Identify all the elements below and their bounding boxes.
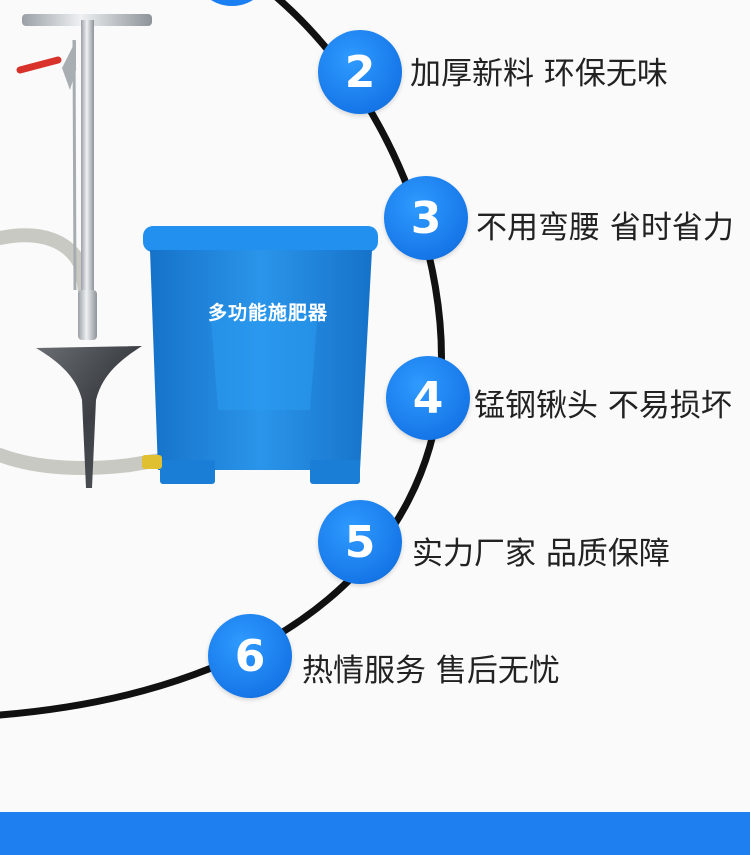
tank-recess — [210, 310, 318, 410]
badge-3: 3 — [384, 176, 468, 260]
feature-text: 锰钢锹头 不易损坏 — [474, 388, 732, 424]
tank-foot-left — [160, 460, 215, 484]
tank-foot-right — [310, 460, 360, 484]
badge-number: 5 — [344, 516, 376, 568]
badge-6: 6 — [208, 614, 292, 698]
badge-4: 4 — [386, 356, 470, 440]
hose — [0, 228, 93, 307]
lever — [62, 40, 76, 90]
red-handle-icon — [16, 56, 62, 74]
pole — [81, 20, 94, 320]
spade-blade — [36, 346, 142, 488]
badge-number: 3 — [410, 192, 442, 244]
badge-number: 4 — [412, 372, 444, 424]
tank-nozzle — [142, 455, 162, 469]
tank-lid — [143, 226, 378, 252]
lever-rod — [72, 39, 77, 291]
feature-text: 热情服务 售后无忧 — [302, 653, 560, 689]
hose-lower — [0, 448, 167, 475]
bottom-band — [0, 812, 750, 855]
badge-2: 2 — [318, 30, 402, 114]
pole-collar — [78, 290, 97, 340]
badge-number: 2 — [344, 46, 376, 98]
badge-5: 5 — [318, 500, 402, 584]
feature-text: 加厚新料 环保无味 — [410, 56, 668, 92]
badge-number: 6 — [234, 630, 266, 682]
product-label: 多功能施肥器 — [208, 302, 329, 324]
feature-text: 不用弯腰 省时省力 — [476, 210, 734, 246]
feature-text: 实力厂家 品质保障 — [412, 536, 670, 572]
badge-partial — [210, 0, 254, 6]
